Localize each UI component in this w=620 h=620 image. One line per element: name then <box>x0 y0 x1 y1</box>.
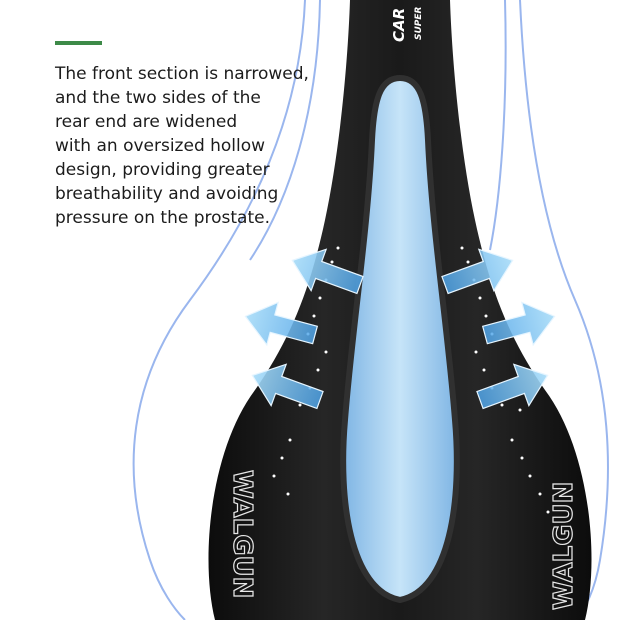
caption-line: and the two sides of the <box>55 88 261 108</box>
caption-line: The front section is narrowed, <box>55 64 309 84</box>
accent-bar <box>55 41 102 45</box>
caption-line: design, providing greater <box>55 160 270 180</box>
caption-line: breathability and avoiding <box>55 184 279 204</box>
caption-line: with an oversized hollow <box>55 136 266 156</box>
hollow-channel <box>340 74 460 604</box>
caption-line: rear end are widened <box>55 112 238 132</box>
caption-line: pressure on the prostate. <box>55 208 270 228</box>
brand-logo-right: WALGUN <box>549 482 579 610</box>
nose-subtext: SUPER <box>414 6 424 40</box>
brand-logo-left: WALGUN <box>227 470 257 598</box>
nose-text: CAR <box>390 8 408 42</box>
feature-caption: The front section is narrowed, and the t… <box>55 62 325 230</box>
guide-lines <box>132 0 609 620</box>
